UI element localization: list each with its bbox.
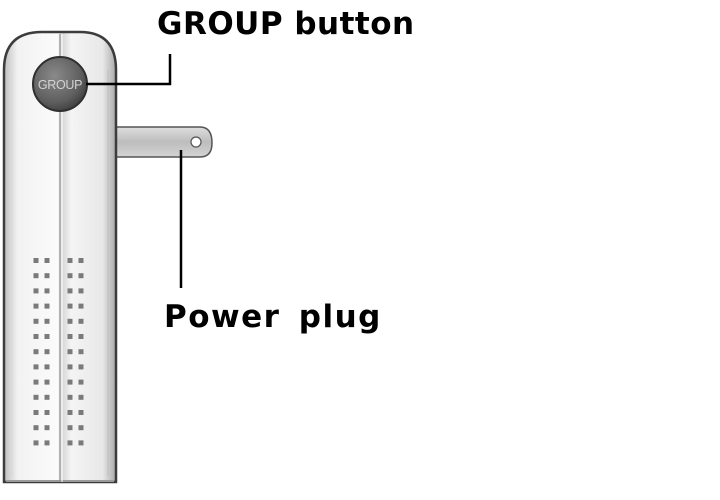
vent-hole <box>78 379 84 385</box>
vent-hole <box>67 394 73 400</box>
vent-grid <box>33 258 84 446</box>
vent-hole <box>44 410 50 415</box>
vent-hole <box>33 379 39 385</box>
vent-hole <box>78 394 84 400</box>
vent-hole <box>78 440 84 446</box>
group-button-callout: GROUP button <box>157 6 415 42</box>
vent-hole <box>44 273 50 279</box>
vent-hole <box>78 288 84 294</box>
vent-hole <box>67 349 73 355</box>
vent-hole <box>44 318 50 324</box>
vent-hole <box>67 440 73 446</box>
vent-hole <box>33 288 39 294</box>
vent-hole <box>67 288 73 294</box>
vent-hole <box>44 349 50 355</box>
vent-hole <box>44 425 50 431</box>
vent-hole <box>67 410 73 415</box>
prong-hole <box>190 136 202 148</box>
vent-hole <box>67 334 73 339</box>
vent-hole <box>44 303 50 309</box>
vent-hole <box>78 410 84 415</box>
group-leader-line <box>86 54 172 86</box>
vent-hole <box>33 273 39 279</box>
vent-hole <box>44 258 50 263</box>
vent-hole <box>44 364 50 370</box>
vent-hole <box>67 258 73 263</box>
vent-hole <box>44 379 50 385</box>
group-button-label: GROUP <box>38 78 82 92</box>
vent-hole <box>33 364 39 370</box>
vent-hole <box>67 273 73 279</box>
vent-hole <box>33 303 39 309</box>
vent-hole <box>78 273 84 279</box>
vent-hole <box>78 334 84 339</box>
vent-hole <box>33 349 39 355</box>
vent-hole <box>44 288 50 294</box>
group-button[interactable]: GROUP <box>32 56 88 112</box>
vent-hole <box>67 379 73 385</box>
vent-hole <box>78 318 84 324</box>
vent-hole <box>33 258 39 263</box>
vent-hole <box>33 318 39 324</box>
vent-hole <box>33 334 39 339</box>
vent-hole <box>33 394 39 400</box>
vent-hole <box>44 334 50 339</box>
vent-hole <box>78 425 84 431</box>
vent-hole <box>67 364 73 370</box>
vent-hole <box>44 394 50 400</box>
power-plug-prong <box>111 126 213 158</box>
vent-hole <box>67 318 73 324</box>
vent-hole <box>67 303 73 309</box>
vent-hole <box>33 425 39 431</box>
vent-hole <box>78 258 84 263</box>
vent-hole <box>33 410 39 415</box>
vent-hole <box>78 303 84 309</box>
vent-hole <box>67 425 73 431</box>
vent-hole <box>33 440 39 446</box>
vent-hole <box>78 349 84 355</box>
vent-hole <box>78 364 84 370</box>
power-plug-callout: Power plug <box>164 299 382 335</box>
vent-hole <box>44 440 50 446</box>
